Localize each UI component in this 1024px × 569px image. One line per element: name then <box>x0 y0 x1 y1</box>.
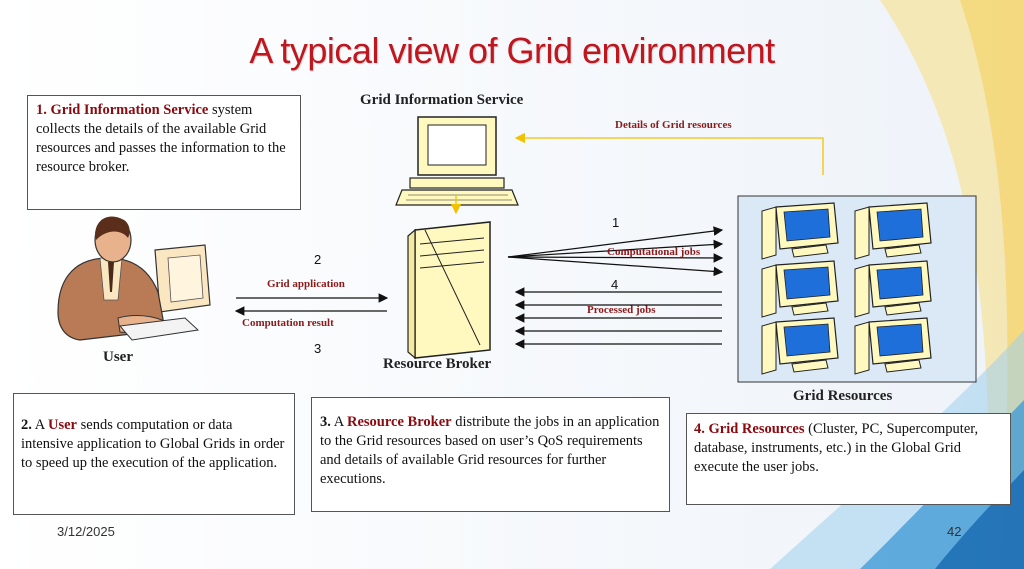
step-3-label: 3 <box>314 341 322 356</box>
note-user-pre: A <box>31 417 48 433</box>
processed-jobs-arrows <box>514 287 722 349</box>
grid-resources-label: Grid Resources <box>793 388 893 404</box>
details-label: Details of Grid resources <box>615 119 732 131</box>
note-resources: 4. Grid Resources (Cluster, PC, Supercom… <box>686 413 1011 505</box>
note-broker-num: 3. <box>320 414 331 430</box>
slide-title: A typical view of Grid environment <box>249 30 775 71</box>
details-arrow-path <box>450 132 824 215</box>
note-broker-term: Resource Broker <box>347 414 452 430</box>
note-resources-num: 4. <box>694 421 705 437</box>
note-user: 2. A User sends computation or data inte… <box>13 393 295 515</box>
grid-application-label: Grid application <box>267 278 345 290</box>
grid-resource-computers <box>761 202 932 375</box>
note-gis-text: system collects the details of the avail… <box>36 102 286 175</box>
note-gis: 1. Grid Information Service system colle… <box>27 95 301 210</box>
processed-jobs-label: Processed jobs <box>587 304 656 316</box>
resource-broker-server-icon <box>407 221 491 360</box>
user-figure-icon <box>57 216 211 341</box>
computation-result-label: Computation result <box>242 317 334 329</box>
slide-date: 3/12/2025 <box>57 524 115 539</box>
computational-jobs-label: Computational jobs <box>607 246 701 258</box>
page-number: 42 <box>947 524 962 539</box>
step-2-label: 2 <box>314 252 322 267</box>
note-gis-term: Grid Information Service <box>50 102 209 118</box>
step-4-label: 4 <box>611 277 619 292</box>
note-user-term: User <box>48 417 77 433</box>
grid-computer-icon <box>854 317 932 375</box>
note-gis-num: 1. <box>36 102 47 118</box>
grid-computer-icon <box>761 202 839 260</box>
gis-computer-icon <box>395 116 519 206</box>
note-broker: 3. A Resource Broker distribute the jobs… <box>311 397 670 512</box>
grid-computer-icon <box>761 260 839 318</box>
resource-broker-label: Resource Broker <box>383 356 492 372</box>
note-resources-text: (Cluster, PC, Supercomputer, database, i… <box>694 421 979 475</box>
note-user-num: 2. <box>21 417 32 433</box>
gis-label: Grid Information Service <box>360 92 524 108</box>
user-label: User <box>103 349 133 365</box>
note-broker-text: distribute the jobs in an application to… <box>320 414 660 487</box>
note-resources-term: Grid Resources <box>708 421 805 437</box>
grid-computer-icon <box>854 202 932 260</box>
note-broker-pre: A <box>330 414 347 430</box>
note-user-text: sends computation or data intensive appl… <box>21 417 285 471</box>
step-1-label: 1 <box>612 215 620 230</box>
grid-computer-icon <box>761 317 839 375</box>
computational-jobs-arrows <box>507 226 724 277</box>
grid-computer-icon <box>854 260 932 318</box>
